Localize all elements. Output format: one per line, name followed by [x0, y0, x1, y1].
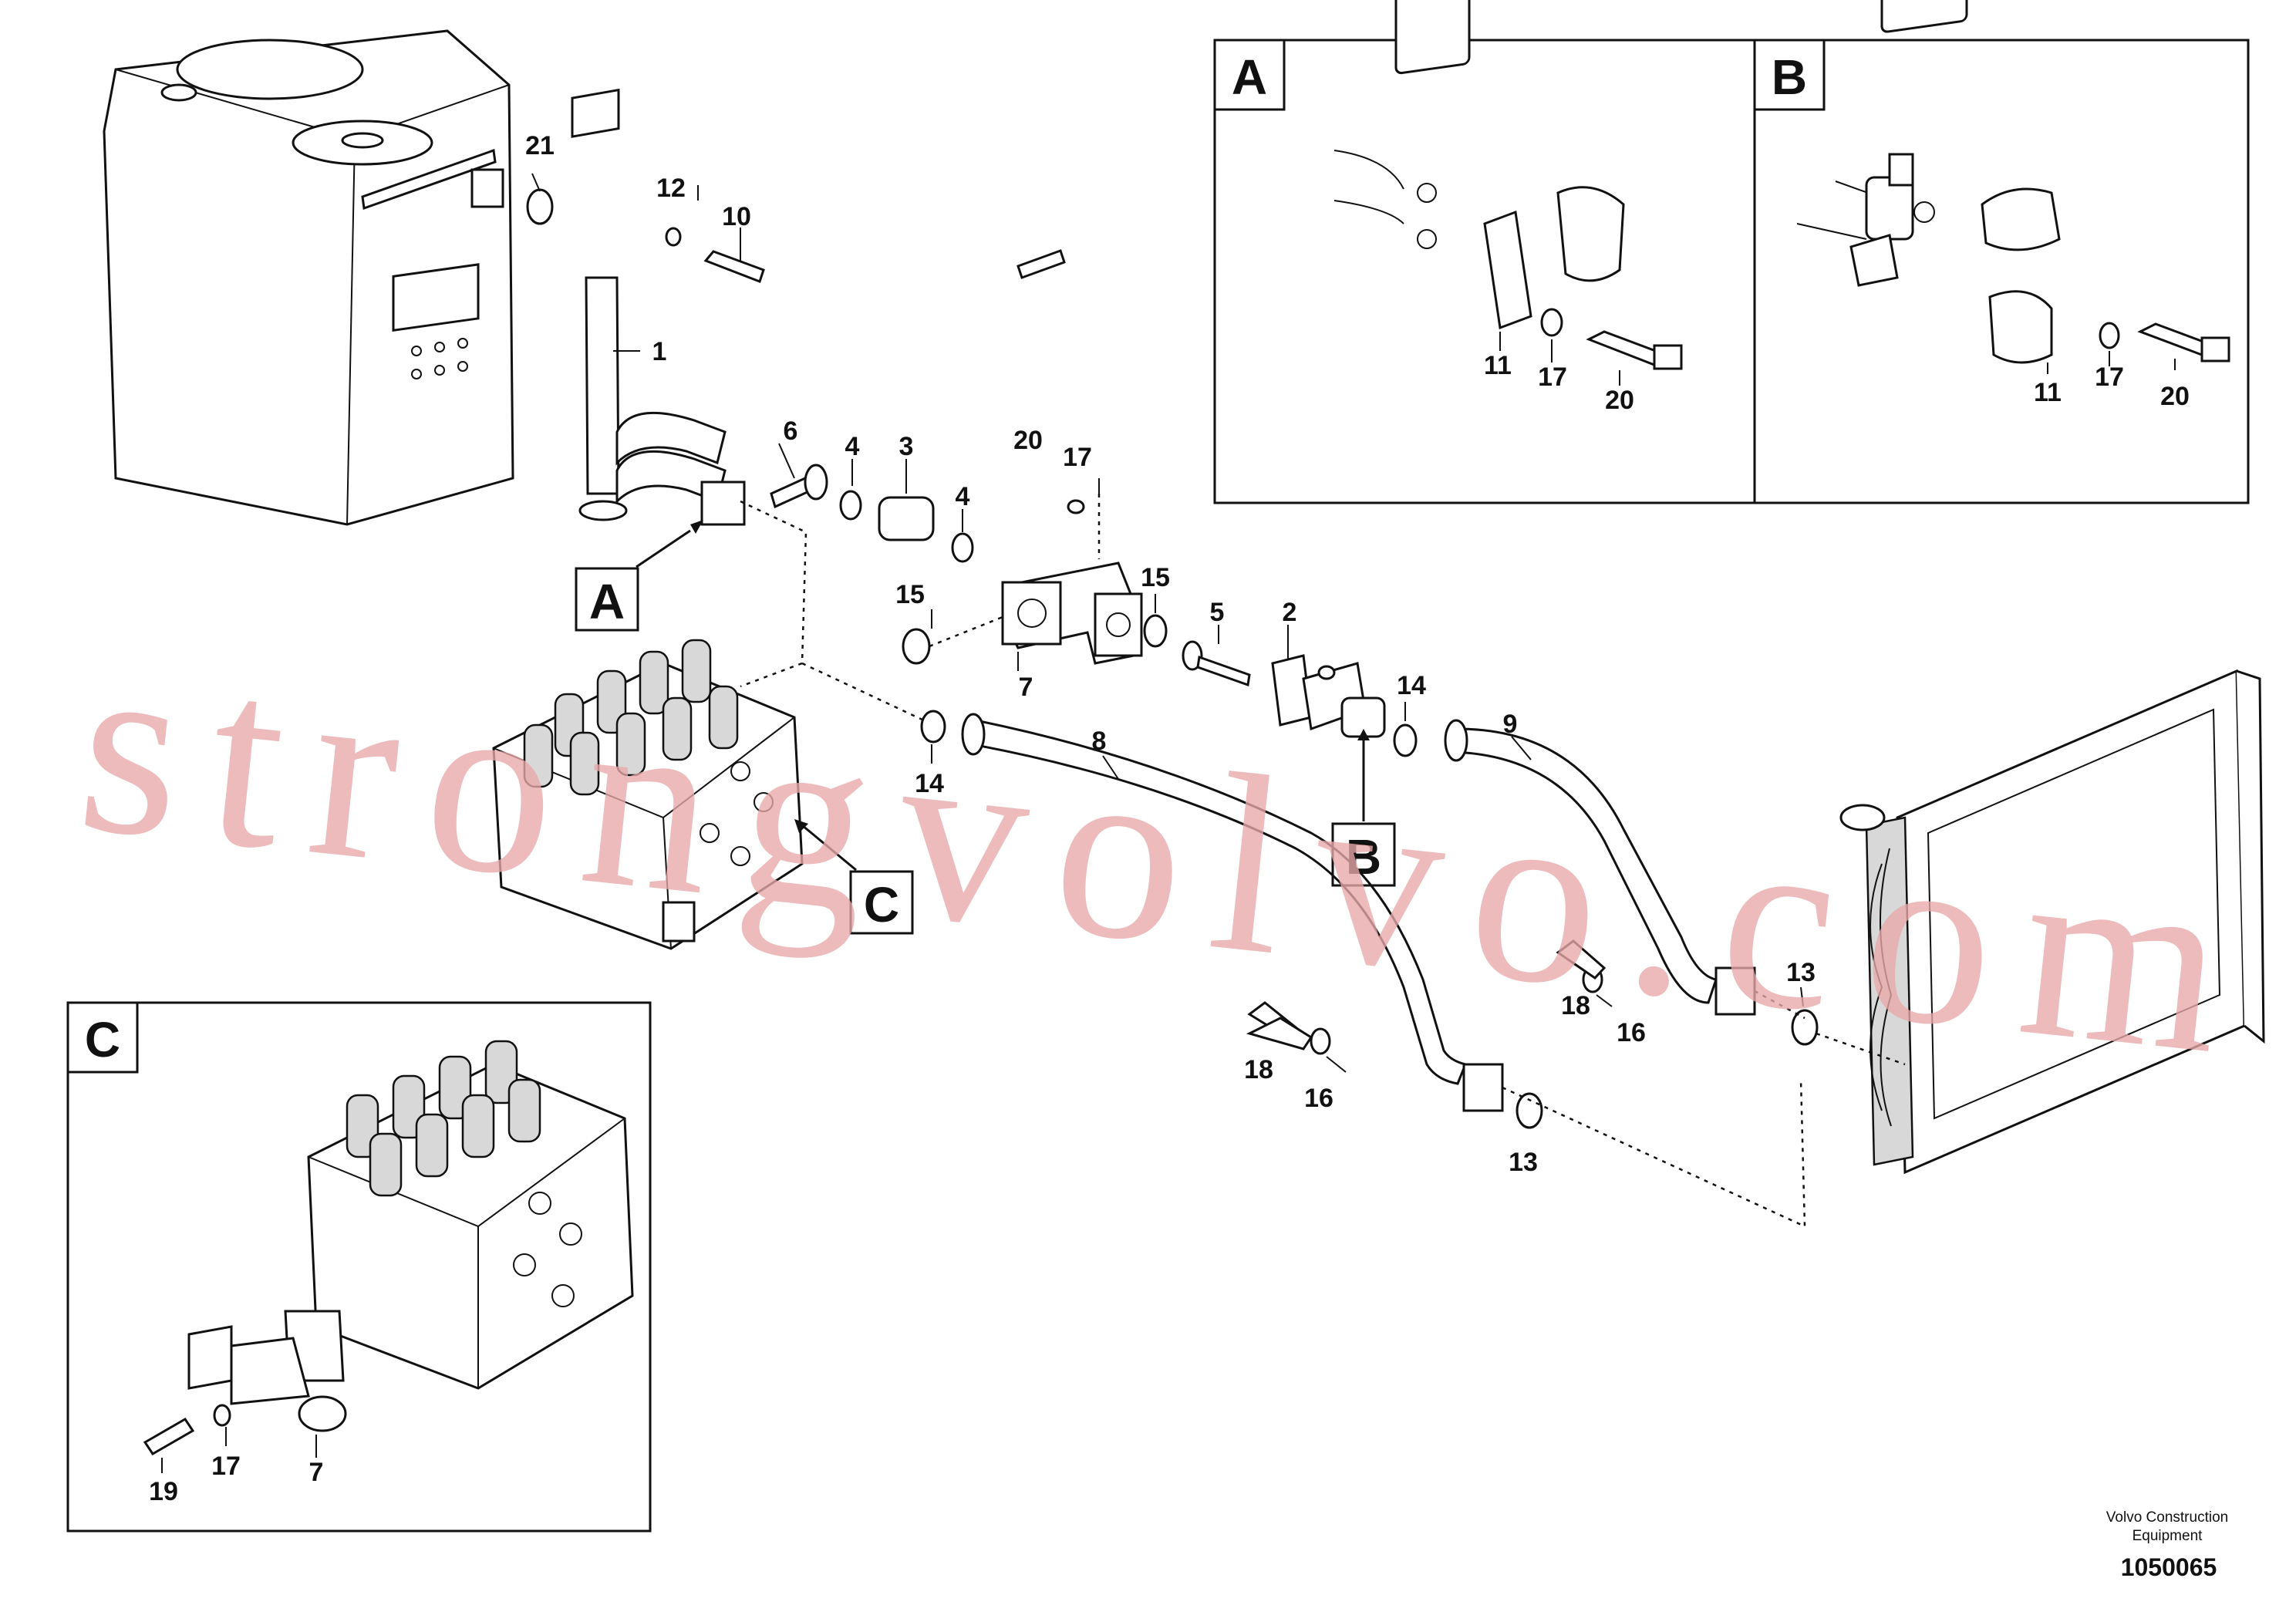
callout-13b: 13 — [1786, 958, 1816, 987]
hydraulic-tank — [103, 29, 514, 526]
o-rings — [902, 614, 1819, 1129]
hose-8 — [961, 713, 1504, 1112]
callout-12: 12 — [656, 174, 686, 203]
callout-14b: 14 — [1397, 671, 1426, 700]
callout-16b: 16 — [1617, 1018, 1646, 1047]
marker-c-letter: C — [864, 877, 899, 932]
callout-c-17: 17 — [211, 1452, 241, 1481]
callout-18a: 18 — [1244, 1055, 1273, 1084]
document-number: 1050065 — [2121, 1553, 2217, 1581]
callout-15a: 15 — [895, 580, 925, 609]
callout-1: 1 — [652, 337, 667, 366]
callout-6: 6 — [784, 416, 798, 446]
callout-21: 21 — [525, 131, 555, 160]
callout-a-17: 17 — [1538, 363, 1567, 392]
callouts: 21 12 10 1 6 4 3 4 20 17 15 15 7 5 2 14 … — [525, 131, 1816, 1177]
callout-c-19: 19 — [149, 1477, 178, 1506]
callout-17: 17 — [1063, 443, 1092, 472]
swivel-fittings — [770, 249, 1085, 563]
credit-line-1: Volvo Construction — [2106, 1509, 2228, 1526]
callout-b-20: 20 — [2160, 382, 2190, 411]
callout-3: 3 — [899, 432, 914, 461]
watermark: strongvolvo.com — [69, 602, 2267, 1111]
callout-b-11: 11 — [2034, 378, 2062, 407]
callout-15b: 15 — [1141, 563, 1170, 592]
detail-c-letter: C — [85, 1012, 120, 1067]
callout-16a: 16 — [1304, 1084, 1333, 1113]
top-fittings — [526, 188, 765, 283]
callout-14a: 14 — [915, 769, 944, 798]
callout-b-17: 17 — [2095, 363, 2124, 392]
credit-line-2: Equipment — [2132, 1528, 2203, 1544]
oil-cooler — [1839, 669, 2265, 1175]
callout-a-11: 11 — [1484, 351, 1512, 380]
callout-13a: 13 — [1509, 1148, 1538, 1177]
callout-4b: 4 — [956, 482, 970, 511]
marker-a-letter: A — [589, 574, 625, 629]
flange-block — [1001, 561, 1143, 665]
callout-2: 2 — [1283, 598, 1297, 627]
callout-10: 10 — [722, 202, 751, 231]
marker-c: C — [794, 819, 914, 935]
marker-a: A — [575, 520, 703, 632]
callout-4a: 4 — [845, 432, 860, 461]
detail-c: C 17 7 19 — [66, 1001, 652, 1533]
callout-20: 20 — [1013, 426, 1043, 455]
detail-a: A 11 17 20 — [1213, 0, 1756, 504]
detail-a-letter: A — [1232, 49, 1267, 105]
leader-lines — [531, 173, 1804, 1073]
callout-18b: 18 — [1561, 991, 1590, 1020]
hose-9 — [1444, 719, 1756, 1016]
callout-5: 5 — [1210, 598, 1225, 627]
detail-b: B 11 17 20 — [1753, 0, 2250, 504]
callout-c-7: 7 — [309, 1458, 324, 1487]
assembly-lines — [740, 494, 1906, 1228]
marker-b-letter: B — [1346, 829, 1381, 885]
swivel-adapter — [1182, 640, 1386, 738]
callout-8: 8 — [1092, 727, 1107, 756]
bolts — [1246, 939, 1607, 1050]
callout-9: 9 — [1503, 710, 1518, 739]
callout-a-20: 20 — [1605, 386, 1634, 415]
credit-block: Volvo Construction Equipment 1050065 — [2106, 1509, 2228, 1581]
callout-7: 7 — [1019, 673, 1033, 702]
marker-b: B — [1331, 729, 1396, 887]
control-valve — [492, 639, 804, 950]
suction-pipe — [571, 88, 746, 526]
detail-b-letter: B — [1772, 49, 1807, 105]
